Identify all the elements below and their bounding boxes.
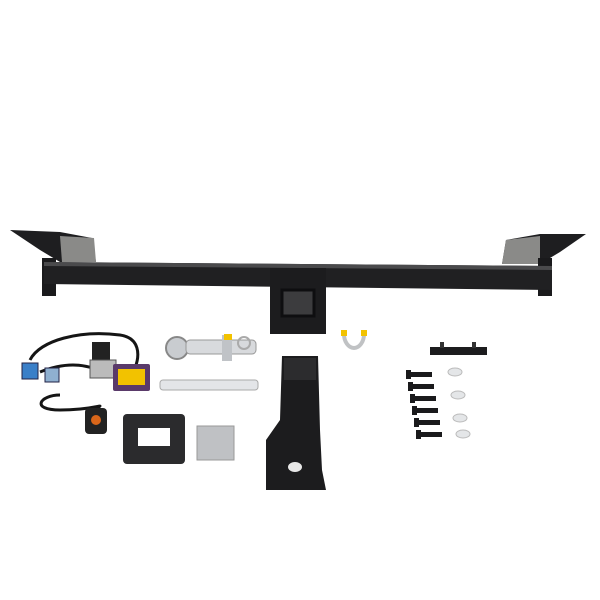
tow-bar-crossbar bbox=[10, 230, 586, 334]
shackle bbox=[341, 330, 367, 350]
receiver-collar bbox=[123, 414, 185, 464]
bolts bbox=[406, 370, 442, 439]
electronic-module bbox=[113, 364, 150, 391]
drawbar bbox=[266, 356, 326, 490]
tow-ball-and-pins bbox=[159, 334, 259, 391]
mounting-bracket bbox=[430, 342, 487, 355]
wiring-harness bbox=[21, 332, 140, 434]
sticker-pack bbox=[196, 425, 235, 461]
washers bbox=[447, 367, 471, 439]
